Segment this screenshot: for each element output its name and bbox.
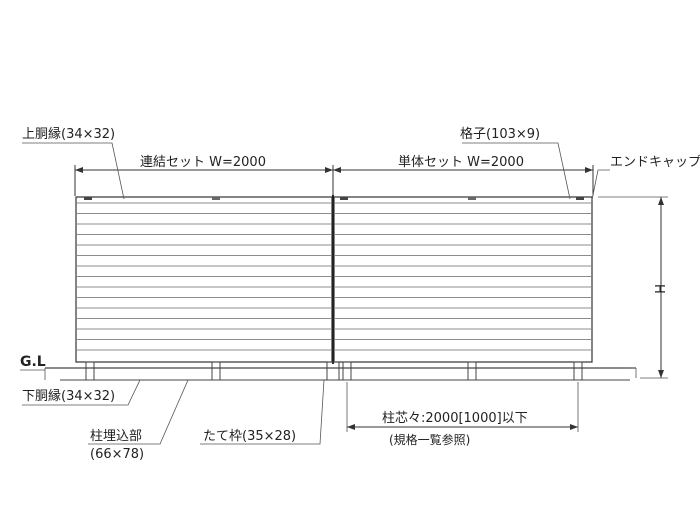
post-pitch-label: 柱芯々:2000[1000]以下: [382, 411, 528, 426]
height-label: H: [651, 284, 666, 294]
arrow-left: [75, 167, 83, 173]
vertical-frame-leader: [200, 379, 325, 445]
vertical-frame-label: たて枠(35×28): [203, 429, 296, 444]
pitch-arrow-left: [347, 424, 355, 430]
fence-panel-right: [333, 196, 593, 363]
fence-panel-left: [75, 196, 333, 363]
top-rail-label: 上胴縁(34×32): [22, 126, 115, 142]
post-embed-leader: [88, 379, 189, 445]
lattice-leader: [462, 142, 571, 200]
bottom-rail-label: 下胴縁(34×32): [22, 388, 115, 404]
arrow-mid-right: [333, 167, 341, 173]
arrow-right: [585, 167, 593, 173]
posts: [85, 361, 583, 381]
top-rail-leader: [22, 142, 125, 200]
pitch-arrow-right: [570, 424, 578, 430]
post-pitch-note: (規格一覧参照): [389, 432, 470, 447]
post-embed-label: 柱埋込部: [90, 429, 142, 444]
height-arrow-top: [658, 197, 664, 205]
bottom-rail-leader: [22, 379, 141, 406]
post-embed-size-label: (66×78): [90, 447, 144, 462]
height-arrow-bottom: [658, 370, 664, 378]
ground-level-label: G.L: [20, 354, 46, 370]
end-cap-label: エンドキャップ: [610, 155, 700, 170]
arrow-mid-left: [325, 167, 333, 173]
lattice-slats: [77, 202, 591, 351]
top-rail-marks: [84, 197, 584, 200]
end-cap-leader: [591, 169, 610, 201]
single-set-label: 単体セット W=2000: [398, 154, 524, 170]
linked-set-label: 連結セット W=2000: [140, 155, 266, 170]
lattice-label: 格子(103×9): [460, 126, 540, 142]
